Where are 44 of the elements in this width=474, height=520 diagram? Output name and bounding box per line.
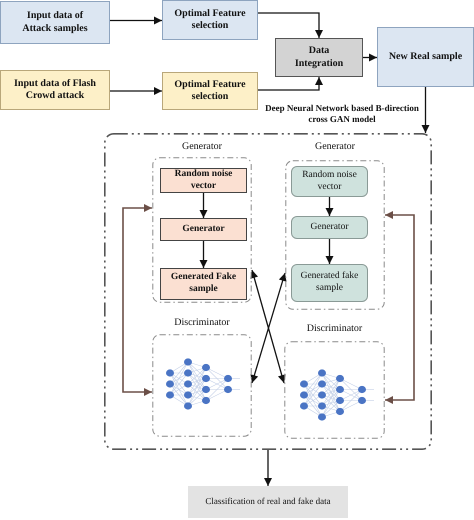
group-heading: Discriminator [173,317,231,329]
box-label: Random noise vector [174,168,234,192]
process-box [291,216,368,239]
process-box [160,268,247,300]
process-box [377,27,474,87]
process-box [160,168,247,193]
process-box [160,218,247,241]
box-label: Random noise vector [301,170,358,194]
process-box [162,72,258,110]
box-label: Data Integration [294,45,344,70]
box-label: Generated Fake sample [170,272,238,296]
arrow [264,450,272,486]
arrow [326,197,334,216]
arrow [110,87,162,95]
process-box [0,1,110,44]
group-heading: Discriminator [306,323,364,335]
arrow [385,211,415,404]
group-heading: Generator [181,141,223,153]
box-label: Classification of real and fake data [205,496,331,508]
box-label: Generator [310,222,348,234]
arrow [200,193,208,218]
arrow [258,77,323,91]
box-label: Optimal Feature selection [173,8,247,32]
box-label: Generated fake sample [300,271,360,295]
box-label: Input data of Attack samples [21,10,89,35]
box-label: Optimal Feature selection [173,78,247,104]
process-box [291,166,368,197]
group-heading: Generator [314,141,356,153]
arrow [422,87,430,133]
arrow [110,16,162,24]
box-label: New Real sample [388,50,462,64]
arrow [200,241,208,268]
arrow [326,239,334,264]
process-box [275,38,363,77]
process-box [162,0,258,40]
process-box [188,486,348,518]
process-box [0,70,110,110]
arrow [258,12,323,38]
box-label: Generator [182,224,225,236]
process-box [291,264,368,302]
arrow [122,204,152,396]
arrow [363,54,377,62]
group-heading: Deep Neural Network based B-direction cross GAN model [264,103,420,125]
box-label: Input data of Flash Crowd attack [13,78,97,102]
